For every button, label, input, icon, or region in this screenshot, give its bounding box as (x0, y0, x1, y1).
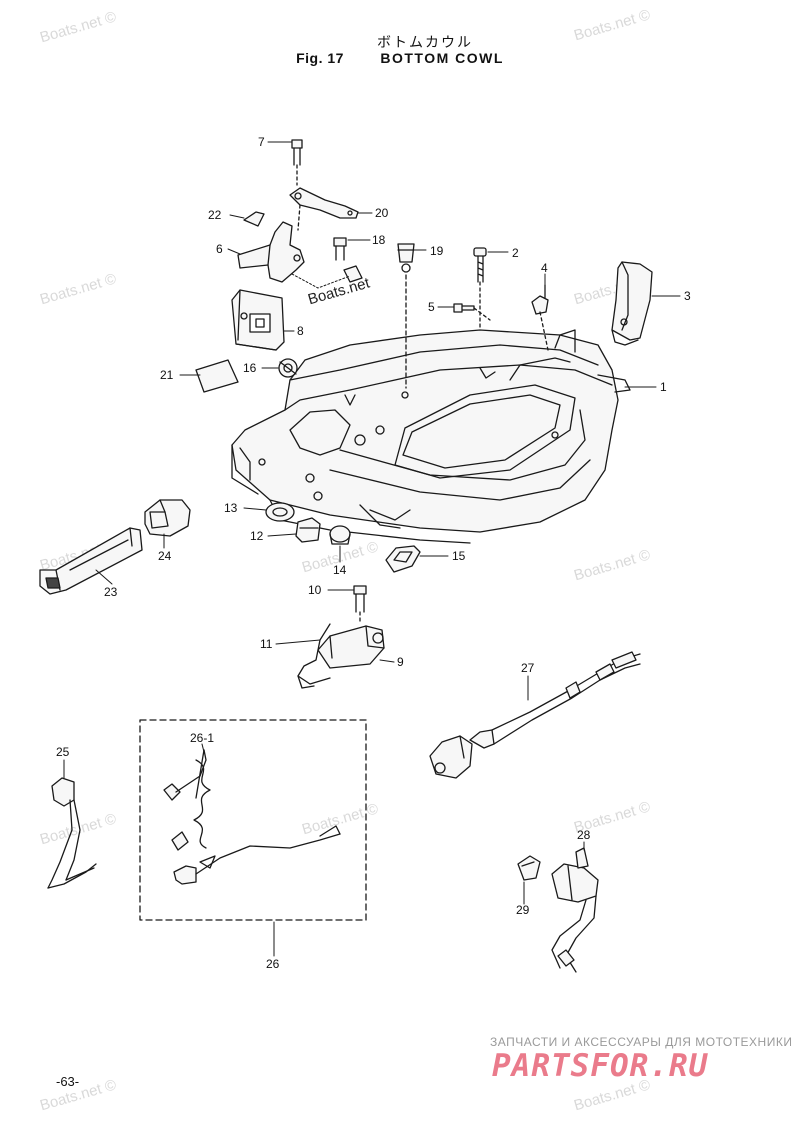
part-17 (343, 265, 363, 283)
callout-29: 29 (516, 903, 530, 917)
figure-number: Fig. 17 (296, 50, 344, 66)
figure-title-japanese: ボトムカウル (377, 35, 473, 51)
part-holder-6 (237, 221, 305, 283)
callout-19: 19 (430, 244, 444, 258)
part-clip-29 (517, 855, 541, 881)
callout-6: 6 (216, 242, 223, 256)
part-plate-20 (289, 187, 359, 231)
part-handle-23 (39, 527, 143, 595)
callout-14: 14 (333, 563, 347, 577)
callout-15: 15 (452, 549, 466, 563)
callout-4: 4 (541, 261, 548, 275)
part-switch-panel-8 (231, 289, 285, 351)
callout-16: 16 (243, 361, 257, 375)
callout-8: 8 (297, 324, 304, 338)
part-switch-9 (317, 625, 385, 669)
callout-13: 13 (224, 501, 238, 515)
callout-1: 1 (660, 380, 667, 394)
figure-title: Fig. 17 BOTTOM COWL (0, 50, 800, 66)
part-grommet-13 (265, 502, 295, 522)
part-switch-25 (47, 777, 97, 889)
part-plug-14 (329, 525, 351, 545)
part-switch-28 (551, 847, 599, 973)
part-bolt-10 (353, 585, 367, 625)
kit-26-boundary (139, 719, 367, 921)
part-cap-19 (397, 243, 415, 389)
callout-22: 22 (208, 208, 222, 222)
callout-3: 3 (684, 289, 691, 303)
callout-12: 12 (250, 529, 264, 543)
callout-18: 18 (372, 233, 386, 247)
callout-10: 10 (308, 583, 322, 597)
ad-tagline: ЗАПЧАСТИ И АКСЕССУАРЫ ДЛЯ МОТОТЕХНИКИ (490, 1035, 793, 1049)
part-holder-12 (295, 517, 321, 543)
part-bracket-3 (611, 261, 653, 346)
part-label-21 (195, 359, 239, 393)
part-seal-15 (385, 545, 421, 573)
callout-26-1: 26-1 (190, 731, 214, 745)
part-screw-5 (453, 303, 491, 321)
part-cable-27 (429, 651, 641, 779)
callout-5: 5 (428, 300, 435, 314)
part-grommet-16 (278, 358, 298, 378)
part-cap-24 (144, 499, 191, 537)
leader-lines (63, 141, 681, 957)
callout-23: 23 (104, 585, 118, 599)
callout-21: 21 (160, 368, 174, 382)
figure-name: BOTTOM COWL (380, 50, 504, 66)
callout-20: 20 (375, 206, 389, 220)
part-lanyard-26-1 (163, 749, 341, 885)
callout-25: 25 (56, 745, 70, 759)
callout-7: 7 (258, 135, 265, 149)
part-bolt-2 (473, 247, 487, 331)
callout-2: 2 (512, 246, 519, 260)
part-grommet-4 (531, 284, 549, 351)
callout-27: 27 (521, 661, 535, 675)
part-clip-22 (243, 211, 265, 227)
part-bolt-18 (333, 237, 347, 261)
part-bolt-7 (291, 139, 303, 186)
ad-logo: PARTSFOR.RU (492, 1048, 709, 1084)
callout-9: 9 (397, 655, 404, 669)
callout-26: 26 (266, 957, 280, 971)
page-number: -63- (56, 1074, 80, 1089)
callout-labels: 7 20 22 6 18 19 2 4 5 3 1 8 21 16 13 24 … (56, 135, 691, 971)
callout-24: 24 (158, 549, 172, 563)
callout-11: 11 (260, 637, 273, 651)
callout-28: 28 (577, 828, 591, 842)
